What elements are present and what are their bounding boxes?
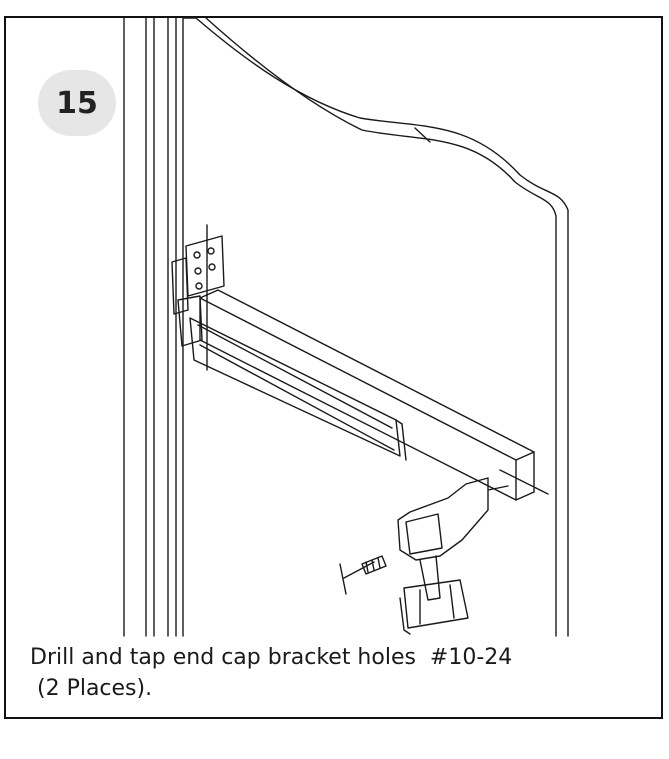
- step-number: 15: [56, 85, 98, 121]
- cordless-drill-icon: [397, 477, 509, 635]
- caption-line-1: Drill and tap end cap bracket holes #10-…: [30, 645, 513, 670]
- step-number-badge: 15: [38, 70, 116, 136]
- exit-device-icon: [189, 289, 549, 501]
- door-frame-icon: [123, 17, 184, 637]
- instruction-caption: Drill and tap end cap bracket holes #10-…: [30, 642, 630, 704]
- door-panel-icon: [182, 17, 569, 637]
- hinge-bracket-icon: [171, 224, 225, 371]
- instruction-frame: [4, 16, 663, 719]
- tap-wrench-icon: [339, 555, 387, 595]
- caption-line-2: (2 Places).: [30, 676, 153, 701]
